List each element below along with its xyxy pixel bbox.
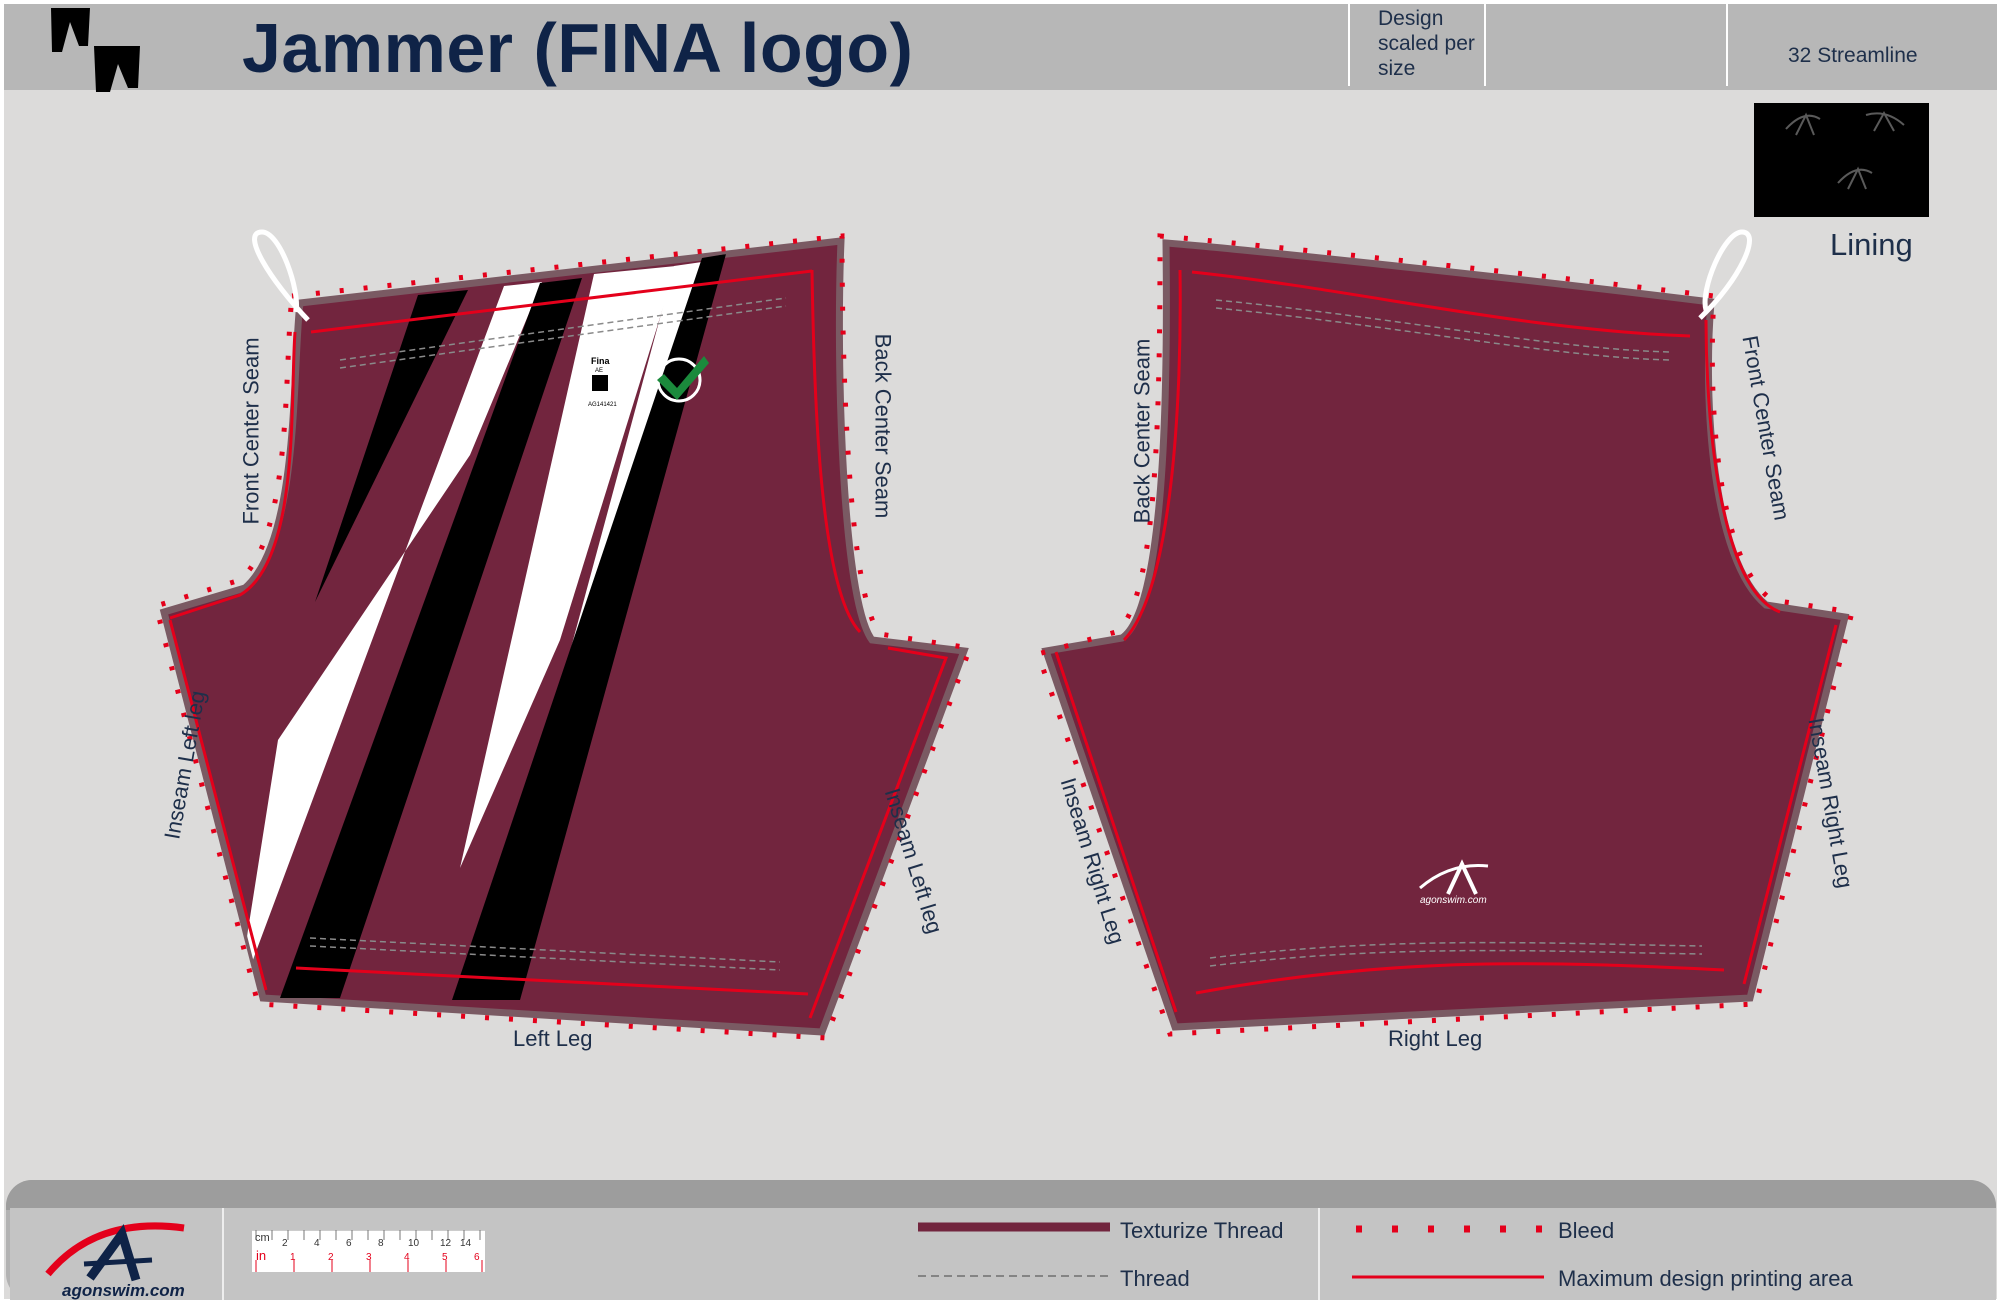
- agon-logo: agonswim.com: [45, 1222, 185, 1300]
- fina-text: Fina: [591, 356, 610, 366]
- legend-swatches-right: [1352, 1225, 1544, 1279]
- agon-logo-text: agonswim.com: [62, 1281, 185, 1300]
- left-max-print-area: [168, 269, 949, 1019]
- footer-divider: [1318, 1208, 1320, 1300]
- fina-code: AE: [595, 368, 603, 374]
- legend-texturize-thread: Texturize Thread: [1120, 1218, 1284, 1243]
- legend-max-print-area: Maximum design printing area: [1558, 1266, 1853, 1291]
- legend-thread: Thread: [1120, 1266, 1190, 1291]
- label-right-leg: Right Leg: [1388, 1026, 1483, 1051]
- fina-check-icon: [656, 356, 709, 403]
- footer-divider: [222, 1208, 224, 1300]
- ruler-in-tick: 3: [366, 1252, 372, 1263]
- ruler-cm-tick: 14: [460, 1238, 472, 1249]
- left-leg-panel: Fina AE AG141421: [152, 229, 974, 1041]
- legend-bleed: Bleed: [1558, 1218, 1615, 1243]
- pattern-canvas: Fina AE AG141421 agonswim.com: [152, 229, 1856, 1041]
- page-title: Jammer (FINA logo): [242, 9, 914, 87]
- ruler-in-tick: 5: [442, 1252, 448, 1263]
- ruler-in-label: in: [256, 1248, 267, 1263]
- header-cell-design-note: [1348, 0, 1486, 86]
- left-panel-stripes: [238, 254, 726, 1000]
- lining-swatch: [1754, 103, 1929, 217]
- left-hanger-loop: [252, 229, 310, 322]
- ruler-in-tick: 2: [328, 1252, 334, 1263]
- ruler-in-tick: 1: [290, 1252, 296, 1263]
- lining-label: Lining: [1830, 227, 1913, 262]
- header-cell-model: [1726, 0, 1999, 86]
- ruler-cm-tick: 10: [408, 1238, 420, 1249]
- left-thread: [309, 297, 787, 971]
- fina-serial: AG141421: [588, 402, 617, 408]
- ruler-cm-tick: 8: [378, 1238, 384, 1249]
- ruler-cm-tick: 6: [346, 1238, 352, 1249]
- model-name: 32 Streamline: [1788, 44, 1918, 67]
- fina-datamatrix-icon: [592, 375, 608, 391]
- label-back-center-seam-right: Back Center Seam: [1129, 338, 1155, 524]
- lining-agon-logo: [1785, 110, 1905, 190]
- label-left-leg: Left Leg: [513, 1026, 593, 1051]
- ruler-in-tick: 6: [474, 1252, 480, 1263]
- legend-swatches-left: [918, 1222, 1110, 1277]
- ruler-cm-tick: 2: [282, 1238, 288, 1249]
- design-scaled-note: Design scaled per size: [1378, 7, 1475, 80]
- right-hanger-loop: [1698, 229, 1752, 320]
- right-leg-panel: agonswim.com: [1034, 229, 1856, 1037]
- header-cell-blank: [1484, 0, 1728, 86]
- ruler-cm-label: cm: [255, 1232, 270, 1244]
- footer-top-band: [6, 1180, 1996, 1210]
- fina-mark: Fina AE AG141421: [588, 356, 617, 408]
- ruler-in-tick: 4: [404, 1252, 410, 1263]
- right-panel-fabric: [1041, 239, 1850, 1031]
- right-logo-text: agonswim.com: [1420, 895, 1487, 906]
- label-front-center-seam-left: Front Center Seam: [238, 337, 264, 525]
- scale-ruler: cm in 2 4 6 8 10 12 14 1 2 3 4 5 6: [252, 1229, 485, 1272]
- right-agon-logo: agonswim.com: [1419, 859, 1489, 906]
- ruler-cm-tick: 4: [314, 1238, 320, 1249]
- jammer-silhouette-icon: [51, 8, 140, 92]
- right-max-print-area: [1054, 269, 1838, 1013]
- label-back-center-seam-left: Back Center Seam: [870, 333, 896, 519]
- ruler-cm-tick: 12: [440, 1238, 452, 1249]
- header-bar: [4, 4, 1997, 90]
